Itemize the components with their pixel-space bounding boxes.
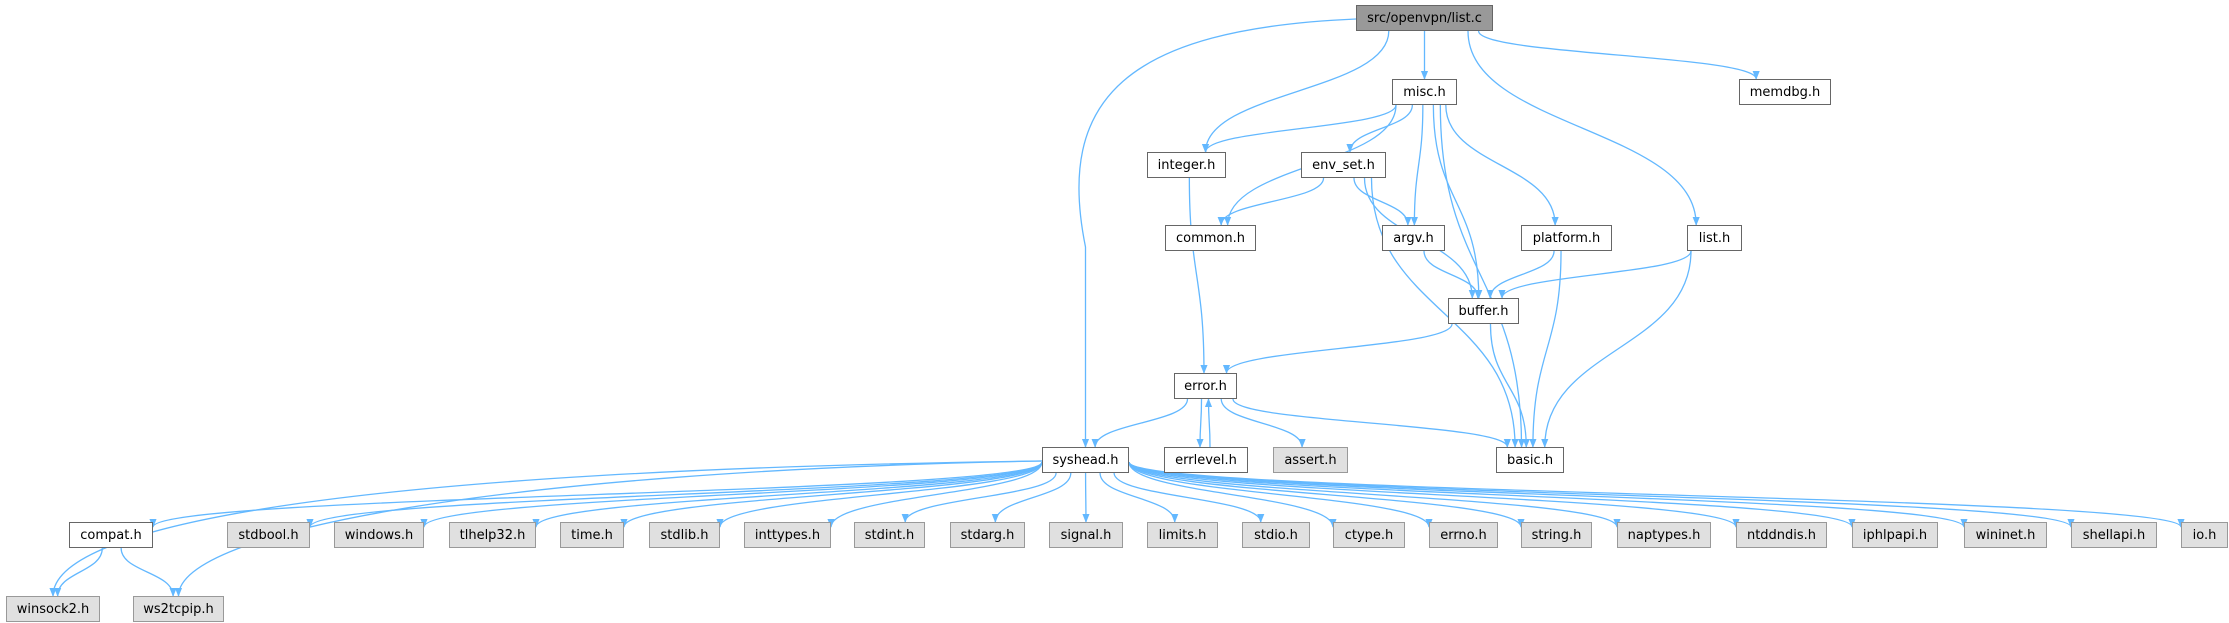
node-limits[interactable]: limits.h — [1147, 522, 1218, 548]
edge-syshead-to-limits — [1099, 472, 1179, 523]
edge-integer-to-error — [1188, 177, 1208, 374]
node-platform[interactable]: platform.h — [1521, 225, 1612, 251]
edge-syshead-to-stdint — [901, 472, 1057, 523]
edge-syshead-to-ws2tcpip — [174, 460, 1043, 597]
node-misc[interactable]: misc.h — [1392, 79, 1457, 105]
node-inttypes[interactable]: inttypes.h — [744, 522, 831, 548]
node-wininet[interactable]: wininet.h — [1964, 522, 2047, 548]
node-integer[interactable]: integer.h — [1147, 152, 1226, 178]
edge-syshead-to-io — [1128, 461, 2185, 528]
edge-syshead-to-wininet — [1128, 461, 1968, 528]
node-errno[interactable]: errno.h — [1429, 522, 1498, 548]
edge-misc-to-integer — [1202, 104, 1397, 153]
edge-syshead-to-winsock2 — [49, 460, 1043, 597]
edge-compat-to-ws2tcpip — [120, 547, 177, 597]
node-io[interactable]: io.h — [2181, 522, 2228, 548]
node-ws2tcpip[interactable]: ws2tcpip.h — [133, 596, 224, 622]
node-common[interactable]: common.h — [1165, 225, 1256, 251]
edge-syshead-to-naptypes — [1128, 461, 1621, 528]
node-error[interactable]: error.h — [1174, 373, 1237, 399]
edge-list_h-to-buffer — [1498, 250, 1692, 299]
node-buffer[interactable]: buffer.h — [1448, 298, 1519, 324]
node-ntddndis[interactable]: ntddndis.h — [1736, 522, 1827, 548]
edge-syshead-to-ntddndis — [1128, 461, 1740, 528]
node-assert[interactable]: assert.h — [1273, 447, 1348, 473]
edge-syshead-to-shellapi — [1128, 461, 2075, 528]
edge-list_c-to-syshead — [1078, 18, 1357, 448]
edge-error-to-basic — [1232, 398, 1511, 448]
node-env-set[interactable]: env_set.h — [1301, 152, 1386, 178]
node-string[interactable]: string.h — [1521, 522, 1592, 548]
node-tlhelp32[interactable]: tlhelp32.h — [449, 522, 536, 548]
node-list-h[interactable]: list.h — [1687, 225, 1742, 251]
edge-compat-to-winsock2 — [54, 547, 103, 597]
node-stdbool[interactable]: stdbool.h — [227, 522, 310, 548]
edge-misc-to-env_set — [1346, 104, 1413, 153]
edge-error-to-assert — [1220, 398, 1306, 448]
node-stdint[interactable]: stdint.h — [854, 522, 925, 548]
edge-list_c-to-list_h — [1467, 30, 1700, 226]
edge-platform-to-basic — [1529, 250, 1562, 448]
edge-syshead-to-tlhelp32 — [532, 461, 1043, 528]
edge-list_h-to-basic — [1541, 250, 1692, 448]
node-time[interactable]: time.h — [560, 522, 624, 548]
edge-syshead-to-string — [1128, 461, 1525, 528]
node-compat[interactable]: compat.h — [69, 522, 153, 548]
edge-list_c-to-memdbg — [1477, 30, 1760, 80]
node-windows[interactable]: windows.h — [334, 522, 424, 548]
node-stdlib[interactable]: stdlib.h — [649, 522, 720, 548]
edge-buffer-to-basic — [1489, 323, 1530, 448]
edge-argv-to-buffer — [1423, 250, 1482, 299]
node-stdarg[interactable]: stdarg.h — [950, 522, 1025, 548]
node-stdio[interactable]: stdio.h — [1242, 522, 1310, 548]
edge-syshead-to-time — [620, 461, 1043, 528]
edge-syshead-to-stdlib — [716, 461, 1043, 528]
node-list-c: src/openvpn/list.c — [1356, 5, 1493, 31]
edge-syshead-to-iphlpapi — [1128, 461, 1856, 528]
edge-syshead-to-stdbool — [306, 461, 1043, 528]
edge-list_c-to-integer — [1201, 30, 1390, 153]
node-signal[interactable]: signal.h — [1049, 522, 1123, 548]
node-basic[interactable]: basic.h — [1496, 447, 1564, 473]
node-argv[interactable]: argv.h — [1382, 225, 1445, 251]
node-winsock2[interactable]: winsock2.h — [6, 596, 100, 622]
edge-syshead-to-errno — [1128, 461, 1433, 528]
edge-env_set-to-basic — [1370, 177, 1519, 448]
edge-errlevel-to-error — [1204, 398, 1213, 448]
node-errlevel[interactable]: errlevel.h — [1164, 447, 1248, 473]
edge-misc-to-basic — [1439, 104, 1526, 448]
edge-error-to-errlevel — [1196, 398, 1204, 448]
node-syshead[interactable]: syshead.h — [1042, 447, 1129, 473]
edge-platform-to-buffer — [1486, 250, 1555, 299]
edge-env_set-to-argv — [1353, 177, 1412, 226]
edge-misc-to-argv — [1410, 104, 1424, 226]
edge-syshead-to-ctype — [1128, 461, 1337, 528]
node-naptypes[interactable]: naptypes.h — [1617, 522, 1711, 548]
edge-syshead-to-stdio — [1113, 472, 1265, 523]
edge-syshead-to-stdarg — [991, 472, 1072, 523]
node-iphlpapi[interactable]: iphlpapi.h — [1852, 522, 1938, 548]
edge-layer — [49, 18, 2185, 597]
node-ctype[interactable]: ctype.h — [1333, 522, 1405, 548]
edge-misc-to-platform — [1445, 104, 1559, 226]
edge-buffer-to-error — [1222, 323, 1453, 374]
edge-env_set-to-common — [1217, 177, 1325, 226]
edge-syshead-to-inttypes — [827, 461, 1043, 528]
edge-syshead-to-windows — [420, 461, 1043, 528]
node-shellapi[interactable]: shellapi.h — [2071, 522, 2157, 548]
node-memdbg[interactable]: memdbg.h — [1739, 79, 1831, 105]
edge-syshead-to-compat — [149, 461, 1043, 528]
edge-error-to-syshead — [1091, 398, 1189, 448]
